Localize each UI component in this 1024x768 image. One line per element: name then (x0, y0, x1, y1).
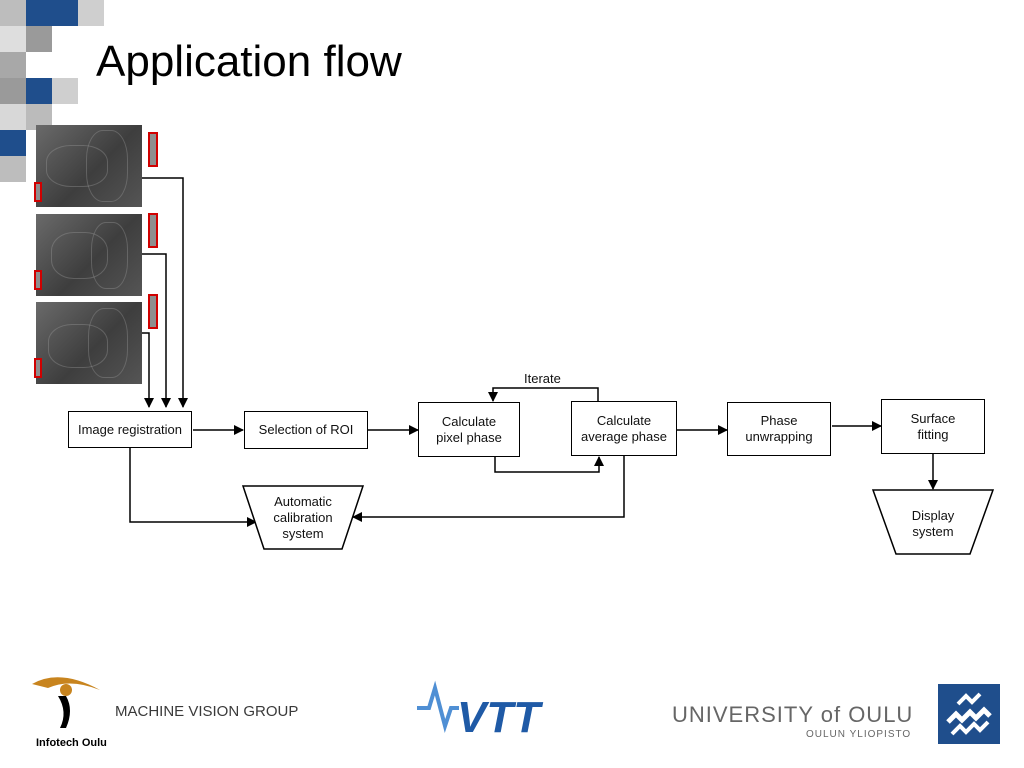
roi-marker-1a (148, 132, 158, 167)
roi-marker-2a (148, 213, 158, 248)
university-crest-icon (938, 684, 1000, 744)
input-image-2 (36, 214, 142, 296)
iterate-label: Iterate (524, 371, 561, 386)
group-name: MACHINE VISION GROUP (115, 703, 299, 720)
node-phase-unwrapping: Phase unwrapping (727, 402, 831, 456)
arrow-iterate-loop (488, 387, 599, 402)
node-surface-fitting: Surface fitting (881, 399, 985, 454)
node-calculate-average-phase: Calculate average phase (571, 401, 677, 456)
arrow-image2-registration (142, 253, 171, 408)
node-display-system: Display system (911, 508, 955, 539)
vtt-logo-text: VTT (457, 693, 543, 740)
arrow-image1-registration (142, 177, 188, 408)
roi-marker-1b (34, 182, 42, 202)
slide-title: Application flow (96, 37, 402, 86)
roi-marker-3a (148, 294, 158, 329)
arrow-registration-calibration (129, 447, 257, 527)
corner-tile-pattern (0, 0, 110, 182)
infotech-oulu-logo-text: Infotech Oulu (36, 737, 107, 749)
roi-marker-3b (34, 358, 42, 378)
calibration-trapezoid (241, 485, 365, 550)
display-trapezoid (871, 489, 995, 555)
input-image-1 (36, 125, 142, 207)
university-name: UNIVERSITY of OULU (672, 702, 914, 727)
node-image-registration: Image registration (68, 411, 192, 448)
node-automatic-calibration: Automatic calibration system (273, 494, 333, 541)
node-selection-roi: Selection of ROI (244, 411, 368, 449)
vtt-logo: VTT (417, 680, 543, 740)
infotech-oulu-logo (32, 677, 100, 728)
university-subtitle: OULUN YLIOPISTO (806, 729, 912, 740)
arrow-pixel-to-average (494, 456, 604, 473)
roi-marker-2b (34, 270, 42, 290)
arrow-image3-registration (142, 332, 154, 408)
node-calculate-pixel-phase: Calculate pixel phase (418, 402, 520, 457)
arrow-average-calibration (352, 456, 625, 522)
input-image-3 (36, 302, 142, 384)
